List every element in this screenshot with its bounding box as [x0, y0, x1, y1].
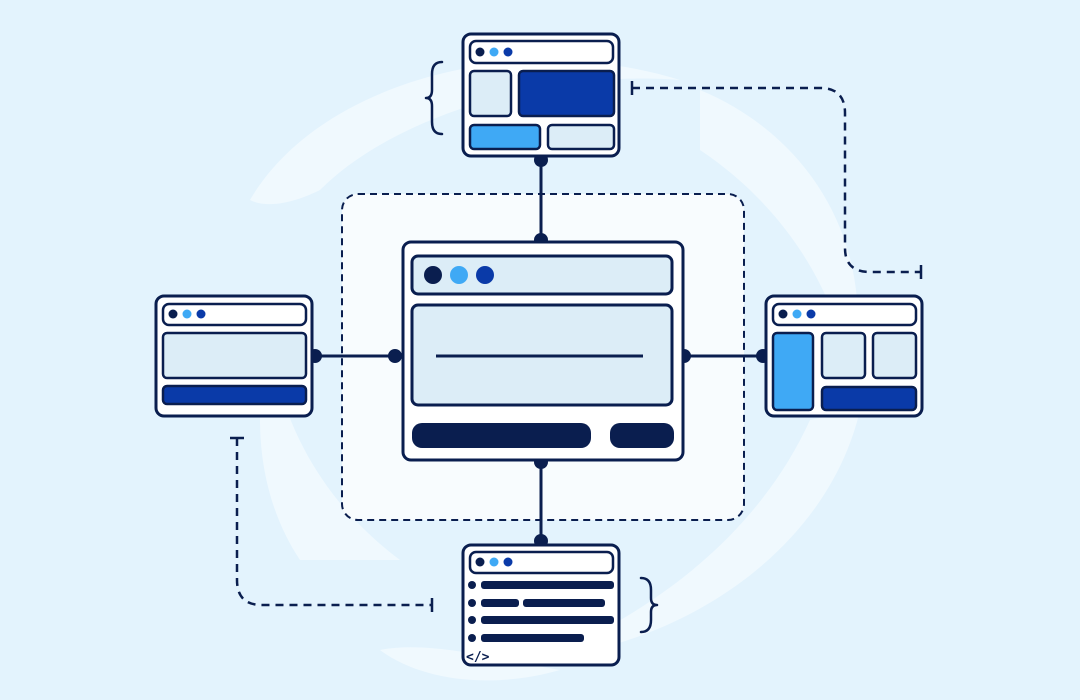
window-dot-light: [792, 309, 802, 319]
window-dot-blue: [806, 309, 816, 319]
window-dot-light: [489, 557, 499, 567]
right-window-tile-2: [871, 331, 918, 380]
window-dot-blue: [476, 266, 494, 284]
top-window-outline-button: [546, 123, 616, 151]
left-window-action-bar: [161, 384, 308, 406]
window-dot-dark: [168, 309, 178, 319]
dashed-path-bottom-left: [235, 438, 432, 607]
form-layout-icon: [154, 294, 314, 418]
list-line: [481, 616, 614, 624]
window-dot-dark: [475, 557, 485, 567]
top-window-titlebar: [468, 39, 615, 65]
window-dot-dark: [424, 266, 442, 284]
curly-brace-left: [424, 60, 444, 136]
window-dot-blue: [196, 309, 206, 319]
list-bullet: [468, 616, 476, 624]
center-window-secondary-bar: [610, 423, 674, 448]
top-window-main-panel: [517, 69, 616, 118]
top-window-small-panel: [468, 69, 513, 118]
window-dot-dark: [778, 309, 788, 319]
list-bullet: [468, 581, 476, 589]
window-dot-light: [489, 47, 499, 57]
right-window-titlebar: [771, 302, 918, 327]
sidebar-layout-icon: [764, 294, 924, 418]
top-window-light-button: [468, 123, 542, 151]
code-list-icon: </>: [461, 543, 621, 667]
list-bullet: [468, 634, 476, 642]
browser-window-icon: [401, 240, 685, 462]
bottom-window-titlebar: [468, 550, 615, 575]
list-bullet: [468, 599, 476, 607]
left-window-content-panel: [161, 331, 308, 380]
center-window-primary-bar: [412, 423, 591, 448]
window-dot-blue: [503, 47, 513, 57]
window-dot-light: [450, 266, 468, 284]
list-line: [481, 599, 519, 607]
center-window-titlebar: [410, 254, 674, 296]
code-symbol: </>: [466, 650, 490, 665]
dashboard-layout-icon: [461, 32, 621, 158]
window-dot-dark: [475, 47, 485, 57]
right-window-sidebar-panel: [771, 331, 815, 412]
dashed-feedback-paths: [235, 86, 921, 607]
path-end-caps: [230, 81, 923, 612]
list-line: [481, 581, 614, 589]
dashed-path-top-right: [632, 86, 921, 274]
list-line: [523, 599, 605, 607]
connector-dot: [388, 349, 402, 363]
curly-brace-right: [639, 576, 659, 634]
right-window-tile-1: [820, 331, 867, 380]
right-window-action-bar: [820, 385, 918, 412]
list-line: [481, 634, 584, 642]
left-window-titlebar: [161, 302, 308, 327]
window-dot-blue: [503, 557, 513, 567]
window-dot-light: [182, 309, 192, 319]
